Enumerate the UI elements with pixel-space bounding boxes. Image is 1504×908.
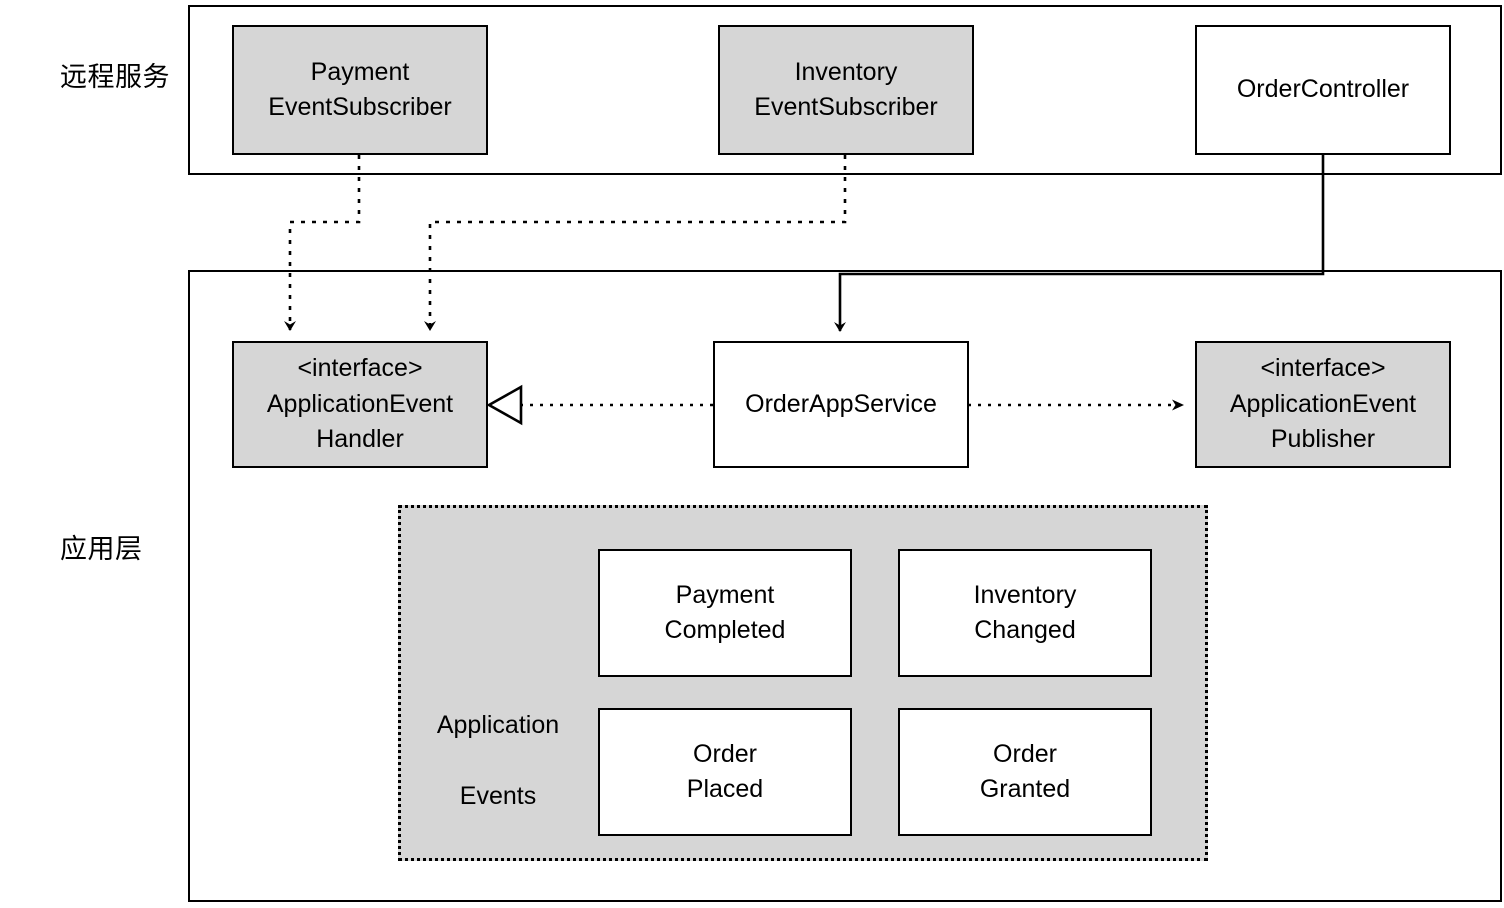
event-node-order-placed-line1: Order: [693, 739, 757, 768]
node-payment-event-subscriber-line2: EventSubscriber: [268, 93, 452, 121]
node-inventory-event-subscriber[interactable]: Inventory EventSubscriber: [718, 25, 974, 155]
connector-appservice-realizes-handler: [486, 384, 713, 426]
node-inventory-event-subscriber-line1: Inventory: [794, 57, 898, 86]
application-events-group-title: Application Events: [418, 672, 578, 814]
event-node-order-granted-line1: Order: [993, 739, 1057, 768]
node-order-app-service[interactable]: OrderAppService: [713, 341, 969, 468]
connector-controller-to-appservice: [834, 155, 1325, 332]
application-events-group-title-line2: Events: [459, 781, 537, 810]
event-node-payment-completed[interactable]: Payment Completed: [598, 549, 852, 677]
node-application-event-handler[interactable]: <interface> ApplicationEvent Handler: [232, 341, 488, 468]
event-node-order-granted[interactable]: Order Granted: [898, 708, 1152, 836]
node-application-event-publisher[interactable]: <interface> ApplicationEvent Publisher: [1195, 341, 1451, 468]
event-node-payment-completed-line1: Payment: [675, 580, 775, 609]
hollow-triangle-arrowhead: [486, 384, 523, 426]
event-node-payment-completed-line2: Completed: [664, 616, 786, 644]
node-application-event-publisher-line2: ApplicationEvent: [1229, 389, 1417, 418]
node-inventory-event-subscriber-line2: EventSubscriber: [754, 93, 938, 121]
event-node-inventory-changed-line2: Changed: [974, 616, 1076, 644]
node-application-event-publisher-line3: Publisher: [1270, 425, 1376, 454]
node-application-event-handler-line2: ApplicationEvent: [266, 389, 454, 418]
node-payment-event-subscriber-line1: Payment: [310, 57, 410, 86]
node-application-event-handler-line3: Handler: [316, 425, 404, 454]
node-application-event-publisher-stereotype: <interface>: [1260, 354, 1386, 383]
node-order-controller-label: OrderController: [1236, 75, 1410, 104]
connector-inventory-subscriber-to-handler: [424, 155, 847, 331]
connector-payment-subscriber-to-handler: [284, 155, 361, 331]
event-node-order-placed-line2: Placed: [686, 775, 764, 803]
event-node-inventory-changed[interactable]: Inventory Changed: [898, 549, 1152, 677]
node-application-event-handler-stereotype: <interface>: [297, 354, 423, 383]
event-node-order-granted-line2: Granted: [979, 775, 1071, 803]
application-events-group-title-line1: Application: [436, 710, 560, 739]
event-node-order-placed[interactable]: Order Placed: [598, 708, 852, 836]
node-payment-event-subscriber[interactable]: Payment EventSubscriber: [232, 25, 488, 155]
node-order-app-service-label: OrderAppService: [745, 389, 937, 418]
application-layer-lane-box: [188, 270, 1502, 902]
node-order-controller[interactable]: OrderController: [1195, 25, 1451, 155]
lane-label-remote-service: 远程服务: [60, 62, 170, 92]
event-node-inventory-changed-line1: Inventory: [973, 580, 1077, 609]
lane-label-application-layer: 应用层: [60, 534, 143, 564]
remote-service-lane-box: [188, 5, 1502, 175]
